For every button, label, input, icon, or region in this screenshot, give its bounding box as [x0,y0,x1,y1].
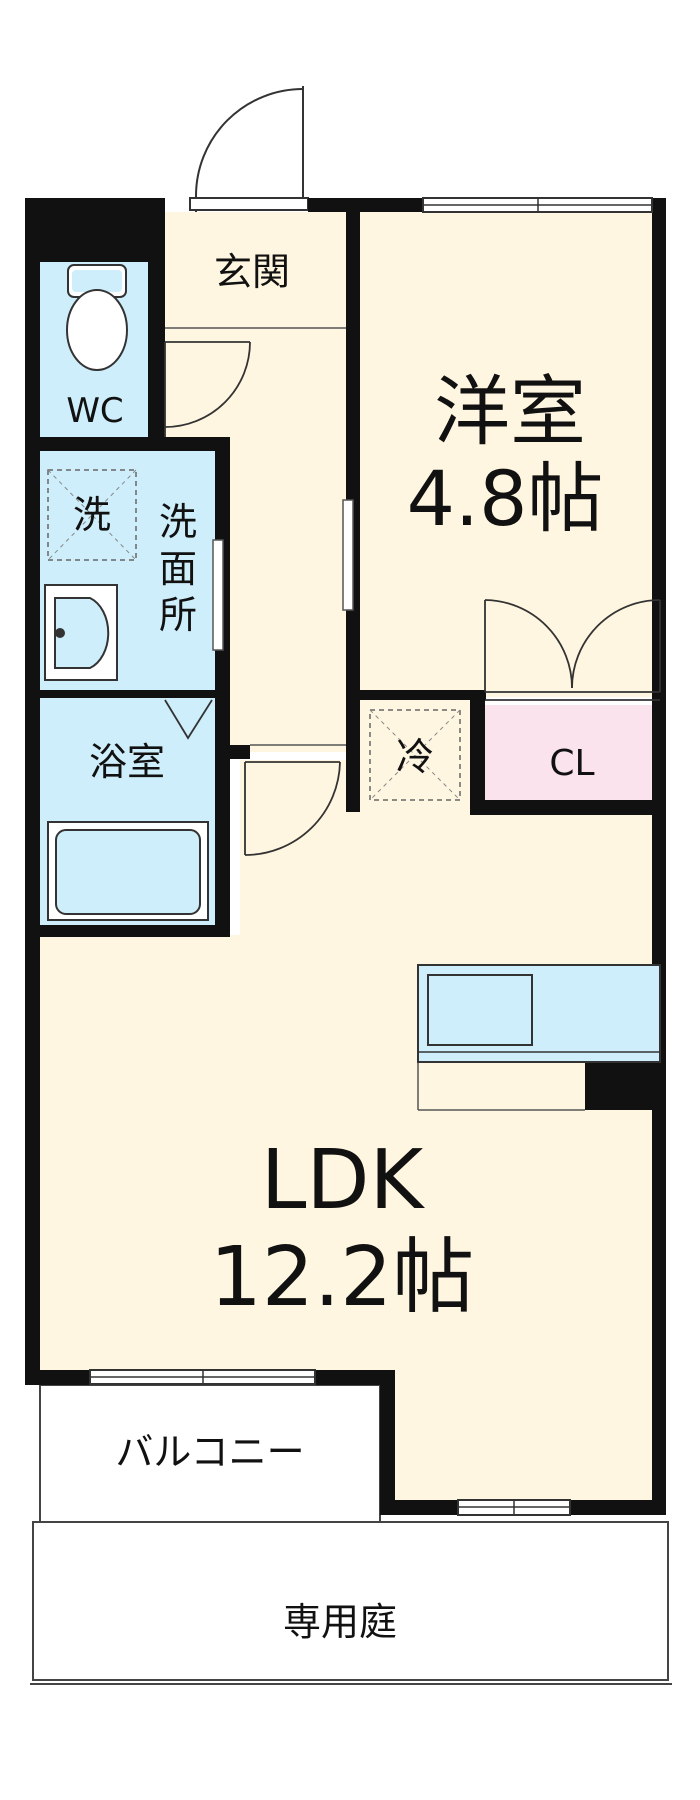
entrance-door [189,86,309,212]
label-wc: WC [66,391,123,431]
thin-lines [165,327,585,1111]
label-fridge: 冷 [396,735,434,779]
label-genkan: 玄関 [214,250,290,294]
room-labels: 玄関 WC 洗 洗 面 所 浴室 冷 CL 洋室 4.8帖 LDK 12.2帖 … [66,250,603,1644]
floor-fills [40,212,662,1500]
garden-area [30,1521,672,1685]
toilet-fixture [66,264,128,371]
balcony-area [39,1384,381,1523]
walls [25,198,666,1515]
bathtub-fixture [47,821,209,921]
label-senmenjo-2: 面 [159,547,197,591]
label-garden: 専用庭 [283,1600,397,1644]
fridge-space [369,709,461,801]
label-closet: CL [549,743,594,784]
kitchen-counter [417,964,661,1063]
label-bath: 浴室 [89,740,165,784]
label-western-name: 洋室 [434,367,586,456]
label-western-size: 4.8帖 [407,454,604,543]
sink-fixture [44,584,118,681]
label-washer: 洗 [73,493,111,537]
windows [89,197,653,1516]
door-swings [164,341,661,856]
label-senmenjo-1: 洗 [159,500,197,544]
bath-door-triangle [164,699,213,740]
label-senmenjo-3: 所 [159,593,197,637]
washer-space [47,469,137,561]
label-ldk-size: 12.2帖 [210,1230,475,1325]
label-ldk-name: LDK [261,1133,426,1228]
label-balcony: バルコニー [115,1430,304,1474]
